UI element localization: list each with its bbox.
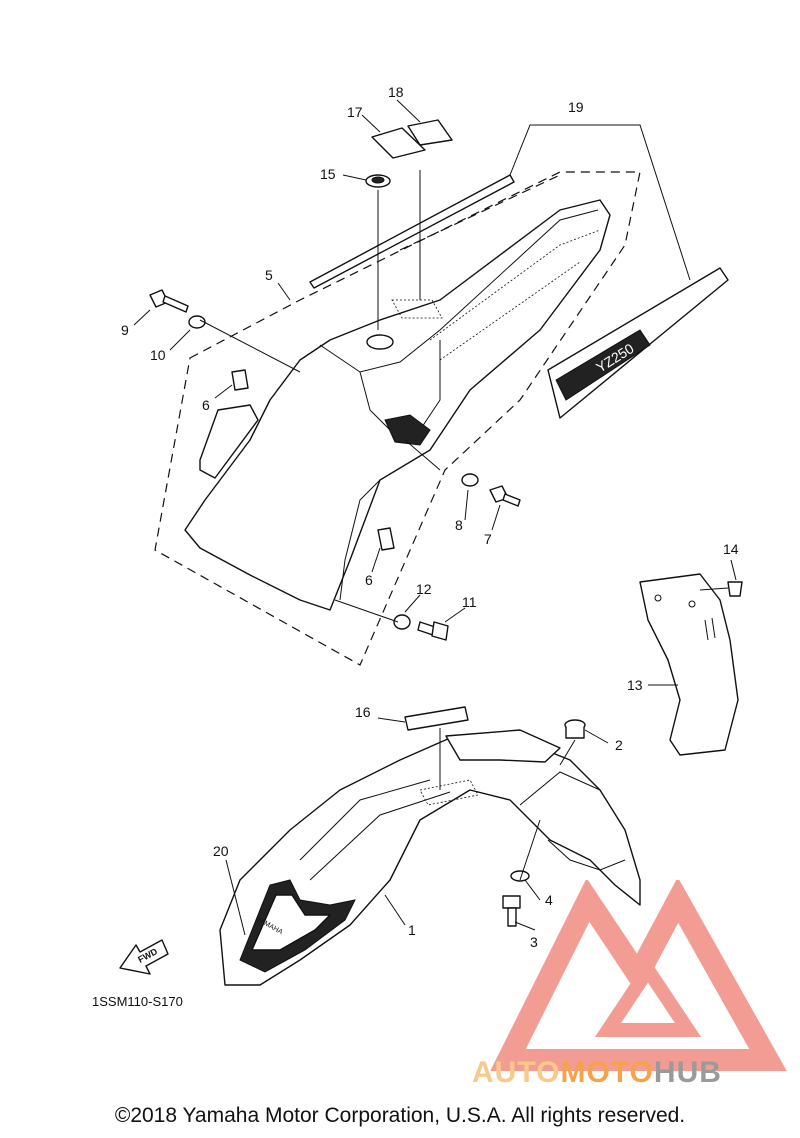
decal-16[interactable]	[404, 706, 469, 731]
callout-11: 11	[462, 594, 477, 610]
washer-10[interactable]	[188, 315, 206, 329]
callout-10: 10	[150, 347, 166, 363]
callout-6a: 6	[202, 397, 210, 413]
callout-5: 5	[265, 267, 273, 283]
callout-8: 8	[455, 517, 463, 533]
callout-18: 18	[388, 84, 404, 100]
decal-target-box	[391, 299, 443, 319]
decal-17[interactable]	[371, 127, 426, 159]
callout-4: 4	[545, 892, 553, 908]
callout-13: 13	[627, 677, 643, 693]
callout-19: 19	[568, 99, 584, 115]
inner-flap	[199, 404, 259, 479]
callout-14: 14	[723, 541, 739, 557]
callout-numbers: 1 2 3 4 5 6 6 7 8 9 10 11 12 13 14 15 16…	[121, 84, 739, 950]
callout-17: 17	[347, 104, 363, 120]
callout-9: 9	[121, 322, 129, 338]
callout-7: 7	[484, 531, 492, 547]
nut-6-lower[interactable]	[377, 527, 395, 551]
washer-8[interactable]	[461, 473, 479, 487]
callout-12: 12	[416, 581, 432, 597]
collar-12[interactable]	[393, 614, 411, 630]
rear-fender[interactable]	[184, 199, 611, 611]
callout-1: 1	[408, 922, 416, 938]
watermark-triangle-icon	[490, 880, 787, 1071]
bolt-3[interactable]	[502, 895, 521, 927]
forward-arrow: FWD	[119, 939, 169, 975]
callout-3: 3	[530, 934, 538, 950]
watermark-text: AUTOMOTOHUB	[472, 1056, 722, 1090]
decal-16-target	[419, 779, 479, 806]
rear-fender-group-outline	[154, 171, 641, 666]
bolt-7[interactable]	[489, 485, 521, 507]
watermark-logo	[490, 880, 787, 1071]
side-stripe	[309, 174, 515, 289]
callout-20: 20	[213, 843, 229, 859]
bolt-11[interactable]	[417, 621, 449, 641]
callout-2: 2	[615, 737, 623, 753]
bolt-9[interactable]	[149, 289, 189, 313]
decal-18[interactable]	[407, 119, 453, 146]
screw-14[interactable]	[727, 581, 743, 597]
washer-4[interactable]	[510, 870, 530, 882]
callout-15: 15	[320, 166, 336, 182]
callout-16: 16	[355, 704, 371, 720]
reference-code: 1SSM110-S170	[92, 994, 183, 1009]
nut-6-upper[interactable]	[231, 369, 249, 391]
watermark-part-3: HUB	[653, 1056, 722, 1089]
front-fender[interactable]: YAMAHA	[219, 729, 641, 986]
callout-6b: 6	[365, 572, 373, 588]
watermark-part-1: AUTO	[472, 1056, 561, 1089]
grommet-15[interactable]	[365, 174, 391, 188]
mud-flap[interactable]	[639, 573, 739, 756]
watermark-part-2: MOTO	[560, 1056, 654, 1089]
copyright-notice: ©2018 Yamaha Motor Corporation, U.S.A. A…	[114, 1104, 686, 1127]
side-decal[interactable]: YZ250	[547, 267, 729, 419]
leader-lines	[133, 99, 737, 936]
collar-2[interactable]	[564, 719, 586, 739]
